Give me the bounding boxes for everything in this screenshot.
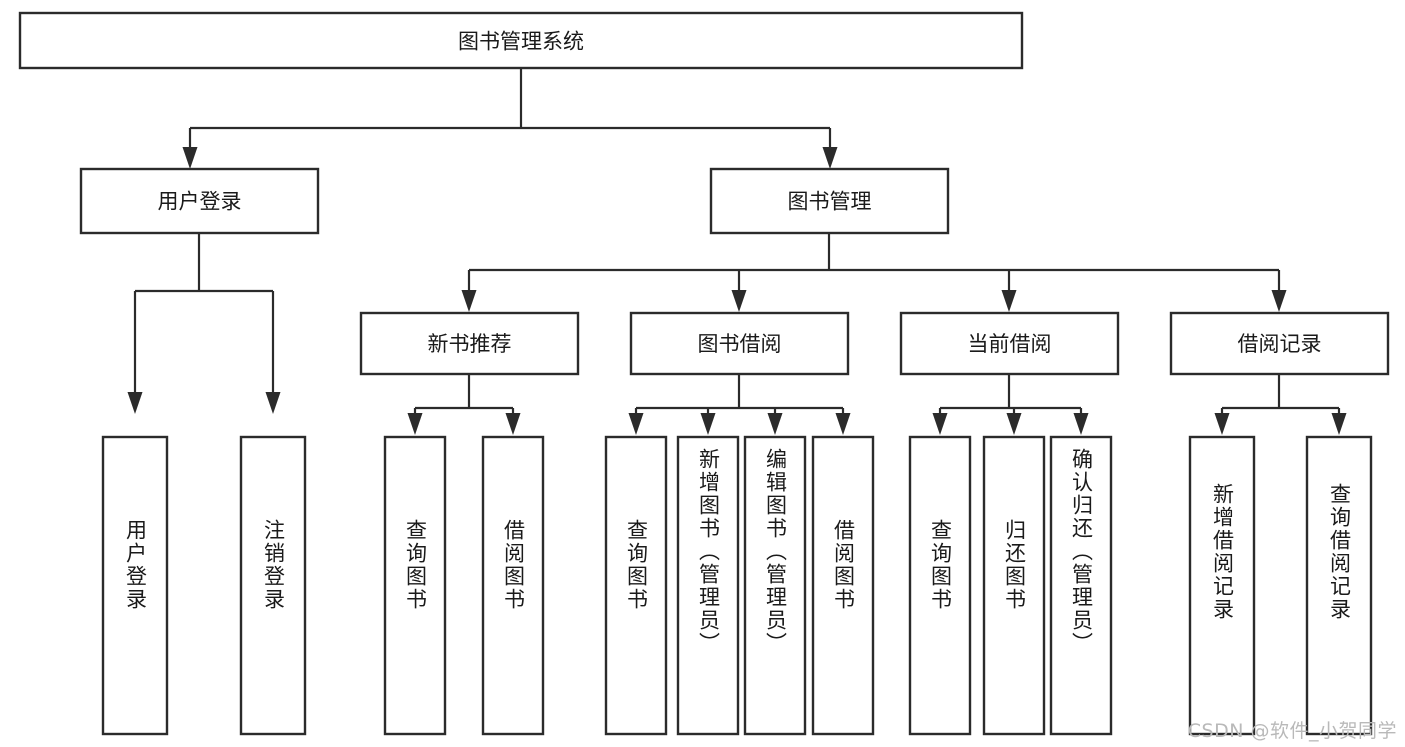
node-root[interactable]: 图书管理系统 bbox=[18, 11, 1024, 70]
connector-new-book-rec-to-leaves bbox=[413, 374, 515, 415]
arrow-to-leaf-add-book bbox=[700, 413, 716, 435]
leaf-box-confirm-return[interactable] bbox=[1049, 435, 1113, 736]
connector-borrow-record-to-leaves bbox=[1220, 374, 1341, 415]
leaf-box-borrow-book-2[interactable] bbox=[811, 435, 875, 736]
leaf-box-query-book-3[interactable] bbox=[908, 435, 972, 736]
node-book-borrow-label: 图书借阅 bbox=[698, 332, 782, 356]
connector-book-borrow-to-leaves bbox=[634, 374, 845, 415]
arrow-to-user-login bbox=[182, 147, 198, 169]
arrow-to-current-borrow bbox=[1001, 290, 1017, 312]
leaf-box-add-record[interactable] bbox=[1188, 435, 1256, 736]
arrow-to-leaf-return-book bbox=[1006, 413, 1022, 435]
arrow-to-leaf-borrow-book-1 bbox=[505, 413, 521, 435]
node-root-label: 图书管理系统 bbox=[458, 30, 584, 54]
arrow-to-book-manage bbox=[822, 147, 838, 169]
connector-book-manage-to-level3 bbox=[467, 233, 1281, 290]
node-borrow-record-label: 借阅记录 bbox=[1238, 332, 1322, 356]
arrow-to-leaf-edit-book bbox=[767, 413, 783, 435]
arrow-to-leaf-query-book-3 bbox=[932, 413, 948, 435]
node-new-book-rec[interactable]: 新书推荐 bbox=[359, 311, 580, 376]
node-user-login-label: 用户登录 bbox=[158, 190, 242, 214]
arrow-to-book-borrow bbox=[731, 290, 747, 312]
leaf-box-query-record[interactable] bbox=[1305, 435, 1373, 736]
node-new-book-rec-label: 新书推荐 bbox=[428, 332, 512, 356]
leaf-box-borrow-book-1[interactable] bbox=[481, 435, 545, 736]
leaf-box-edit-book[interactable] bbox=[743, 435, 807, 736]
arrow-to-leaf-add-record bbox=[1214, 413, 1230, 435]
leaf-box-return-book[interactable] bbox=[982, 435, 1046, 736]
leaf-box-query-book-2[interactable] bbox=[604, 435, 668, 736]
arrow-to-borrow-record bbox=[1271, 290, 1287, 312]
arrow-to-leaf-query-book-2 bbox=[628, 413, 644, 435]
arrow-to-leaf-query-book-1 bbox=[407, 413, 423, 435]
leaf-box-logout[interactable] bbox=[239, 435, 307, 736]
leaf-box-add-book[interactable] bbox=[676, 435, 740, 736]
node-book-manage[interactable]: 图书管理 bbox=[709, 167, 950, 235]
leaf-box-user-login[interactable] bbox=[101, 435, 169, 736]
arrow-to-leaf-confirm-return bbox=[1073, 413, 1089, 435]
node-book-borrow[interactable]: 图书借阅 bbox=[629, 311, 850, 376]
node-book-manage-label: 图书管理 bbox=[788, 190, 872, 214]
connector-root-to-level2 bbox=[188, 68, 832, 147]
node-borrow-record[interactable]: 借阅记录 bbox=[1169, 311, 1390, 376]
connector-user-login-to-leaves bbox=[133, 233, 275, 392]
arrow-to-new-book-rec bbox=[461, 290, 477, 312]
arrow-to-leaf-query-record bbox=[1331, 413, 1347, 435]
arrow-to-leaf-logout bbox=[265, 392, 281, 414]
arrow-to-leaf-user-login bbox=[127, 392, 143, 414]
node-current-borrow-label: 当前借阅 bbox=[968, 332, 1052, 356]
connector-current-borrow-to-leaves bbox=[938, 374, 1083, 415]
node-current-borrow[interactable]: 当前借阅 bbox=[899, 311, 1120, 376]
arrow-to-leaf-borrow-book-2 bbox=[835, 413, 851, 435]
node-user-login[interactable]: 用户登录 bbox=[79, 167, 320, 235]
leaf-box-query-book-1[interactable] bbox=[383, 435, 447, 736]
